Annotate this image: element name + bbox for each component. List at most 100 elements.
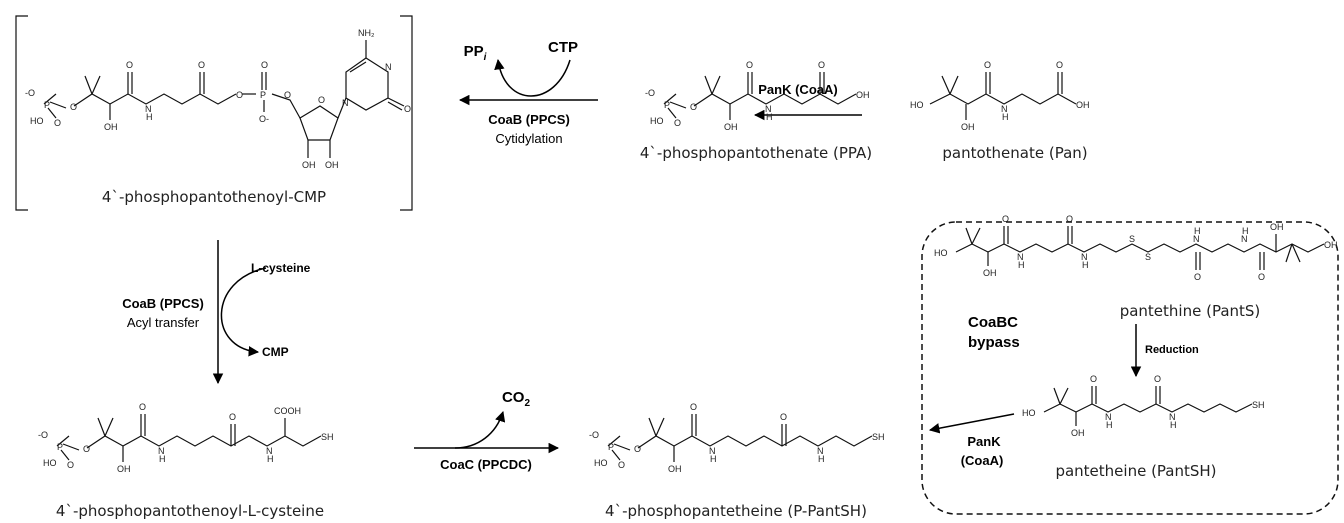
byproduct-co2: CO2 [502, 389, 531, 409]
atom-label: O [1056, 60, 1063, 70]
atom-label: N [817, 446, 824, 456]
enzyme-label-pank-bottom-1: PanK [967, 434, 1001, 449]
cofactor-arrow-cys-cmp [220, 267, 267, 357]
atom-label: OH [724, 122, 738, 132]
structure-pantethine: HO OH O N H O N H S S N H O N H O OH OH [934, 214, 1338, 282]
atom-label: O [261, 60, 268, 70]
cofactor-cmp: CMP [262, 345, 289, 359]
atom-label: H [1018, 260, 1025, 270]
atom-label: HO [934, 248, 948, 258]
compound-label-ppa: 4`-phosphopantothenate (PPA) [640, 144, 872, 162]
atom-label: N [1081, 252, 1088, 262]
atom-label: H [818, 454, 825, 464]
atom-label: OH [983, 268, 997, 278]
atom-label: OH [856, 90, 870, 100]
atom-label: N [385, 62, 392, 72]
atom-label: O [83, 444, 90, 454]
compound-label-pan: pantothenate (Pan) [942, 144, 1087, 162]
atom-label: H [710, 454, 717, 464]
atom-label: H [1002, 112, 1009, 122]
bracket-left [15, 15, 28, 211]
atom-label: OH [1076, 100, 1090, 110]
atom-label: O [818, 60, 825, 70]
enzyme-label-coac: CoaC (PPCDC) [440, 457, 532, 472]
atom-label: HO [910, 100, 924, 110]
atom-label: O [229, 412, 236, 422]
reaction-label-reduction: Reduction [1145, 344, 1199, 356]
atom-label: HO [594, 458, 608, 468]
atom-label: N [145, 104, 152, 114]
atom-label: O [284, 90, 291, 100]
atom-label: N [266, 446, 273, 456]
atom-label: COOH [274, 406, 301, 416]
structure-ppantsh: -O P O O HO OH O N H O N H SH [589, 402, 885, 474]
atom-label: O [54, 118, 61, 128]
atom-label: H [146, 112, 153, 122]
atom-label: -O [25, 88, 35, 98]
atom-label: O [984, 60, 991, 70]
atom-label: O [1258, 272, 1265, 282]
atom-label: P [57, 442, 63, 452]
atom-label: SH [321, 432, 334, 442]
atom-label: H [1194, 226, 1201, 236]
atom-label: O [674, 118, 681, 128]
enzyme-label-pank-top: PanK (CoaA) [758, 82, 837, 97]
bypass-label-line1: CoaBC [968, 314, 1018, 331]
atom-label: -O [38, 430, 48, 440]
atom-label: O [690, 402, 697, 412]
atom-label: O [126, 60, 133, 70]
byproduct-arrow-co2 [454, 410, 506, 449]
atom-label: N [1193, 234, 1200, 244]
atom-label: OH [302, 160, 316, 170]
atom-label: OH [1071, 428, 1085, 438]
atom-label: H [1242, 226, 1249, 236]
structure-pantothenate: HO OH O N H O OH [910, 60, 1090, 132]
atom-label: P [608, 442, 614, 452]
atom-label: O [67, 460, 74, 470]
compound-label-ppcys: 4`-phosphopantothenoyl-L-cysteine [56, 502, 324, 520]
atom-label: N [765, 104, 772, 114]
atom-label: P [260, 90, 266, 100]
atom-label: O [618, 460, 625, 470]
atom-label: N [342, 98, 349, 108]
atom-label: N [709, 446, 716, 456]
atom-label: OH [1270, 222, 1284, 232]
atom-label: NH₂ [358, 28, 375, 38]
atom-label: O [780, 412, 787, 422]
atom-label: H [1106, 420, 1113, 430]
bypass-label-line2: bypass [968, 334, 1020, 351]
atom-label: H [267, 454, 274, 464]
bracket-right [400, 15, 413, 211]
atom-label: O [1002, 214, 1009, 224]
atom-label: OH [104, 122, 118, 132]
enzyme-label-pank-bottom-2: (CoaA) [961, 453, 1004, 468]
atom-label: OH [961, 122, 975, 132]
atom-label: -O [645, 88, 655, 98]
compound-label-pants: pantethine (PantS) [1120, 302, 1261, 320]
atom-label: HO [43, 458, 57, 468]
atom-label: O [318, 95, 325, 105]
atom-label: N [1169, 412, 1176, 422]
reaction-type-cytidylation: Cytidylation [495, 131, 562, 146]
structure-ppa: -O P O O HO OH O N H O OH [645, 60, 870, 132]
atom-label: OH [117, 464, 131, 474]
enzyme-label-coab-top: CoaB (PPCS) [488, 112, 570, 127]
atom-label: H [1170, 420, 1177, 430]
atom-label: OH [325, 160, 339, 170]
atom-label: N [1105, 412, 1112, 422]
atom-label: OH [668, 464, 682, 474]
atom-label: O [1066, 214, 1073, 224]
atom-label: -O [589, 430, 599, 440]
compound-label-ppcmp: 4`-phosphopantothenoyl-CMP [102, 188, 326, 206]
atom-label: O [634, 444, 641, 454]
atom-label: O [746, 60, 753, 70]
atom-label: O [198, 60, 205, 70]
cofactor-l-cysteine: L-cysteine [251, 261, 311, 275]
atom-label: O [1194, 272, 1201, 282]
atom-label: O- [259, 114, 269, 124]
atom-label: HO [30, 116, 44, 126]
compound-label-ppantsh: 4`-phosphopantetheine (P-PantSH) [605, 502, 867, 520]
atom-label: S [1145, 252, 1151, 262]
structure-ppcmp: -O P O O HO OH O N H O O P O O- O O OH O… [25, 28, 411, 170]
